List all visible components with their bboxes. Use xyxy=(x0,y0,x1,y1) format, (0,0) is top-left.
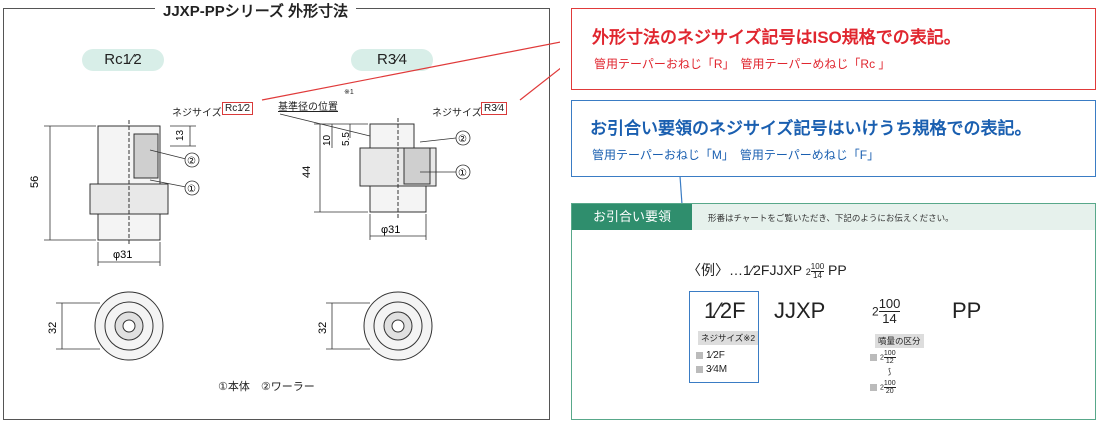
order-guide-header: お引合い要領 形番はチャートをご覧いただき、下記のようにお伝えください。 xyxy=(572,204,1095,230)
example-code: 1⁄2FJJXP xyxy=(743,262,802,278)
right-dim-a: 10 xyxy=(322,134,333,146)
dimension-panel-title: JJXP-PPシリーズ 外形寸法 xyxy=(155,0,357,21)
left-callout-1: ① xyxy=(187,184,196,195)
right-dim-side: 32 xyxy=(317,322,329,334)
datum-note: ※1 xyxy=(344,89,354,96)
left-dim-height: 56 xyxy=(29,176,41,188)
ikeuchi-notation-title: お引合い要領のネジサイズ記号はいけうち規格での表記。 xyxy=(590,119,1032,138)
thread-option-2: 3⁄4M xyxy=(696,364,727,375)
right-thread-label: ネジサイズ xyxy=(432,108,482,119)
option-bullet xyxy=(870,354,877,361)
ikeuchi-notation-detail: 管用テーパーおねじ「M」 管用テーパーめねじ「F」 xyxy=(592,148,880,162)
option-bullet xyxy=(696,365,703,373)
right-dim-b: 5.5 xyxy=(341,132,352,146)
right-callout-1: ① xyxy=(458,168,467,179)
iso-notation-title: 外形寸法のネジサイズ記号はISO規格での表記。 xyxy=(592,28,961,47)
left-dim-dia: φ31 xyxy=(113,249,132,261)
flow-num: 100 xyxy=(878,296,901,312)
thread-size-box xyxy=(689,291,759,383)
flow-den: 14 xyxy=(882,311,897,326)
dimension-drawing: 56 13 φ31 ② ① 32 44 10 xyxy=(29,41,560,361)
left-bottom-view xyxy=(56,291,164,361)
flow-chip: 噴量の区分 xyxy=(875,334,924,348)
flow-range-mark: ⟆ xyxy=(888,367,892,376)
variant-label-r: R3⁄4 xyxy=(351,49,433,71)
right-dim-height: 44 xyxy=(301,166,313,178)
suffix-code: PP xyxy=(952,298,982,323)
left-thread-label: ネジサイズ xyxy=(172,108,222,119)
variant-label-rc: Rc1⁄2 xyxy=(82,49,164,71)
example-frac-lead: 2 xyxy=(805,267,811,277)
red-connector-lines xyxy=(261,41,560,101)
iso-notation-callout: 外形寸法のネジサイズ記号はISO規格での表記。 管用テーパーおねじ「R」 管用テ… xyxy=(571,8,1096,90)
thread-size-chip: ネジサイズ※2 xyxy=(698,331,759,345)
left-callout-2: ② xyxy=(187,156,196,167)
example-frac-num: 100 xyxy=(810,261,825,272)
option-bullet xyxy=(696,351,703,359)
datum-label: 基準径の位置 xyxy=(278,102,338,113)
right-bottom-view xyxy=(326,291,433,361)
left-thread-value: Rc1⁄2 xyxy=(222,102,254,115)
right-callout-2: ② xyxy=(458,134,467,145)
right-part-outline xyxy=(359,118,437,218)
parts-legend: ①本体 ②ワーラー xyxy=(218,381,315,393)
ikeuchi-notation-callout: お引合い要領のネジサイズ記号はいけうち規格での表記。 管用テーパーおねじ「M」 … xyxy=(571,100,1096,177)
example-frac-den: 14 xyxy=(813,270,822,280)
left-dim-side: 32 xyxy=(47,322,59,334)
thread-option-1: 1⁄2F xyxy=(696,350,725,361)
right-thread-value: R3⁄4 xyxy=(481,102,508,115)
right-dim-dia: φ31 xyxy=(381,224,400,236)
example-prefix: 〈例〉… xyxy=(687,262,743,278)
left-dim-top: 13 xyxy=(175,129,186,141)
order-guide-note: 形番はチャートをご覧いただき、下記のようにお伝えください。 xyxy=(708,213,954,223)
flow-lead: 2 xyxy=(872,304,879,319)
iso-notation-detail: 管用テーパーおねじ「R」 管用テーパーめねじ「Rc 」 xyxy=(594,57,891,71)
example-suffix: PP xyxy=(828,262,847,278)
thread-size-value: 1⁄2F xyxy=(704,298,746,323)
option-bullet xyxy=(870,384,877,391)
order-guide-tab: お引合い要領 xyxy=(572,204,692,230)
left-part-outline xyxy=(89,120,169,246)
series-code: JJXP xyxy=(774,298,826,323)
order-guide-panel: お引合い要領 形番はチャートをご覧いただき、下記のようにお伝えください。 〈例〉… xyxy=(571,203,1096,420)
